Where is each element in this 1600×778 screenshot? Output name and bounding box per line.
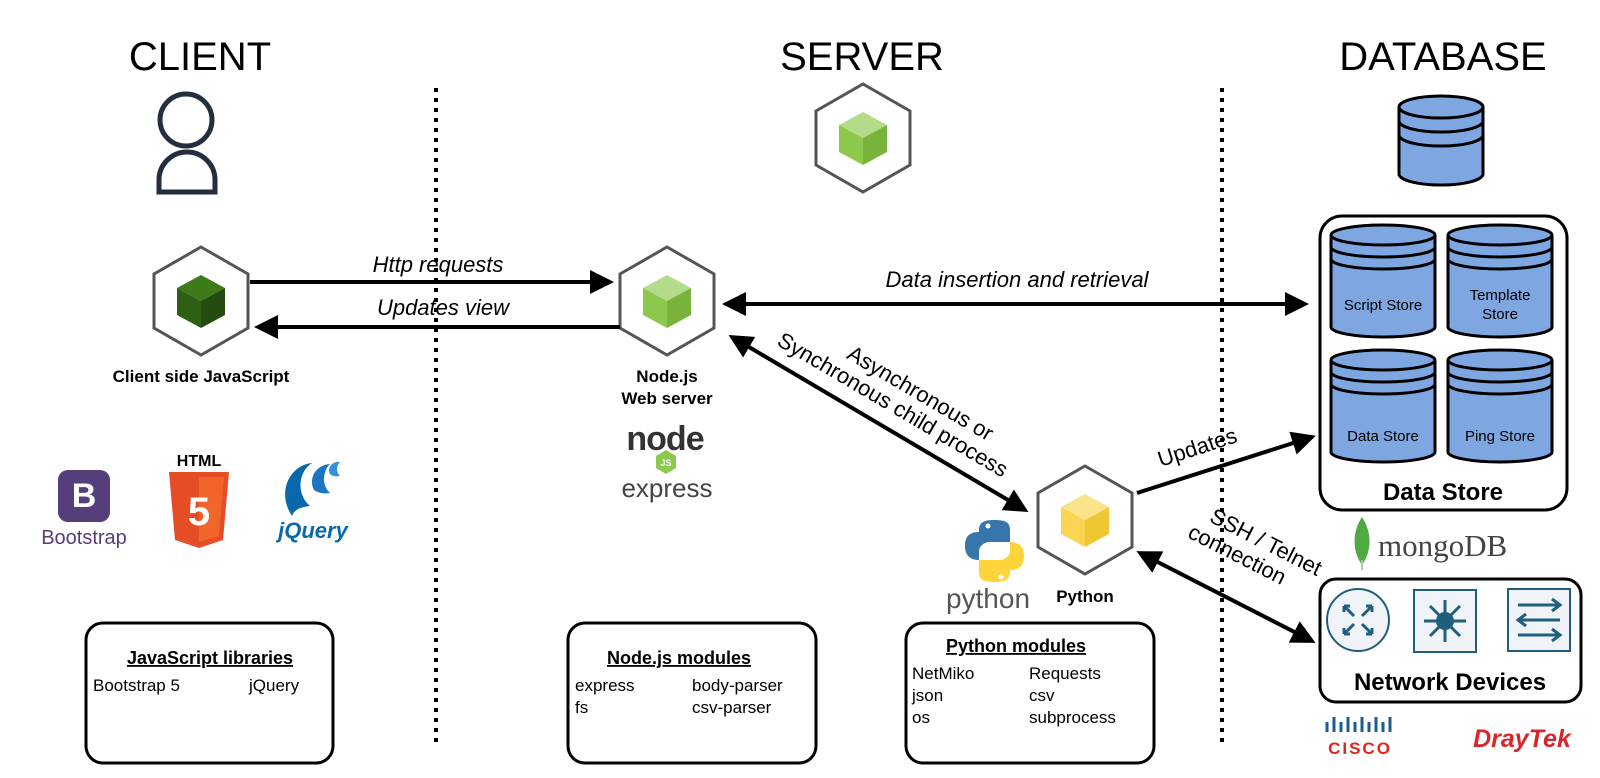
js-library-item: jQuery	[248, 676, 300, 695]
draytek-logo: DrayTek	[1473, 725, 1572, 753]
svg-text:express: express	[621, 473, 712, 503]
label-child-process-line2: Synchronous child process	[773, 327, 1012, 482]
python-modules-box	[904, 621, 1156, 765]
node-server-label-line2: Web server	[621, 389, 713, 408]
node-module-item: express	[575, 676, 635, 695]
database-icon	[1397, 94, 1485, 187]
client-js-label: Client side JavaScript	[113, 367, 290, 386]
switch-icon	[1507, 588, 1571, 652]
svg-text:HTML: HTML	[177, 453, 222, 470]
data-store-cylinder-icon	[1329, 348, 1437, 464]
template-store-cylinder-icon	[1446, 223, 1554, 339]
hub-icon	[1413, 589, 1477, 653]
cisco-logo	[1325, 717, 1392, 732]
python-module-item: Requests	[1029, 664, 1101, 683]
html5-logo: HTML 5	[169, 453, 229, 548]
mongodb-logo: mongoDB	[1354, 517, 1507, 570]
svg-text:mongoDB: mongoDB	[1378, 528, 1507, 563]
svg-text:Bootstrap: Bootstrap	[41, 527, 127, 549]
python-module-item: json	[911, 686, 943, 705]
label-http-requests: Http requests	[373, 252, 504, 277]
python-modules-title: Python modules	[946, 636, 1086, 656]
node-module-item: body-parser	[692, 676, 783, 695]
data-store-label: Data Store	[1347, 428, 1419, 445]
label-data-insertion: Data insertion and retrieval	[886, 267, 1150, 292]
arrow-updates	[1136, 431, 1316, 495]
column-title-server: SERVER	[780, 35, 944, 79]
script-store-cylinder-icon	[1329, 223, 1437, 339]
script-store-label: Script Store	[1344, 297, 1422, 314]
python-logo: python	[946, 520, 1030, 614]
svg-text:B: B	[72, 477, 97, 515]
svg-text:JS: JS	[660, 458, 671, 468]
js-library-item: Bootstrap 5	[93, 676, 180, 695]
python-module-item: os	[912, 708, 930, 727]
network-devices-title: Network Devices	[1354, 669, 1546, 696]
bootstrap-logo: B Bootstrap	[41, 470, 127, 549]
python-cube-icon	[1036, 464, 1134, 576]
arrow-child-process	[728, 334, 1029, 513]
ping-store-cylinder-icon	[1446, 348, 1554, 464]
user-icon	[156, 91, 218, 195]
client-js-cube-icon	[152, 245, 250, 357]
python-module-item: NetMiko	[912, 664, 974, 683]
svg-text:jQuery: jQuery	[275, 518, 349, 543]
server-cube-icon	[814, 82, 912, 194]
router-icon	[1326, 588, 1390, 652]
python-module-item: subprocess	[1029, 708, 1116, 727]
js-libraries-title: JavaScript libraries	[127, 648, 293, 668]
cisco-logo-text: CISCO	[1328, 739, 1392, 758]
node-modules-title: Node.js modules	[607, 648, 751, 668]
python-module-item: csv	[1029, 686, 1055, 705]
node-modules-box	[566, 621, 818, 765]
node-express-logo: node JS express	[621, 420, 712, 503]
data-store-title: Data Store	[1383, 479, 1503, 506]
column-title-client: CLIENT	[129, 35, 271, 79]
svg-text:5: 5	[188, 490, 210, 534]
arrow-ssh-telnet	[1136, 551, 1316, 643]
label-updates-view: Updates view	[377, 295, 511, 320]
node-server-cube-icon	[618, 245, 716, 357]
column-title-database: DATABASE	[1339, 35, 1546, 79]
ping-store-label: Ping Store	[1465, 428, 1535, 445]
svg-text:python: python	[946, 583, 1030, 614]
node-server-label-line1: Node.js	[636, 367, 697, 386]
template-store-label-line2: Store	[1482, 306, 1518, 323]
node-module-item: csv-parser	[692, 698, 772, 717]
python-label: Python	[1056, 587, 1114, 606]
node-module-item: fs	[575, 698, 588, 717]
js-libraries-box	[84, 621, 335, 765]
jquery-logo: jQuery	[275, 461, 350, 543]
template-store-label-line1: Template	[1470, 287, 1531, 304]
